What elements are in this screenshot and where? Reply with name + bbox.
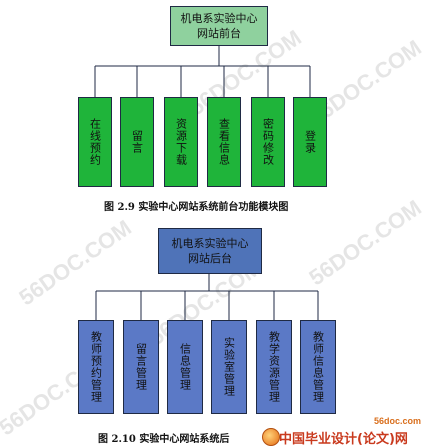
frontend-root-line1: 机电系实验中心 [180, 12, 258, 25]
backend-leaf-message-mgmt: 留言管理 [123, 320, 159, 414]
footer-logo-text[interactable]: 中国毕业设计(论文)网 [279, 432, 408, 447]
site-url[interactable]: 56doc.com [374, 416, 422, 426]
frontend-leaf-message: 留言 [120, 97, 154, 187]
frontend-leaf-login: 登录 [293, 97, 327, 187]
frontend-leaf-online-booking: 在线预约 [78, 97, 112, 187]
frontend-leaf-change-password: 密码修改 [251, 97, 285, 187]
backend-root-line1: 机电系实验中心 [171, 237, 249, 250]
backend-root-node: 机电系实验中心 网站后台 [158, 228, 262, 274]
frontend-root-line2: 网站前台 [197, 27, 241, 40]
backend-leaf-teacher-booking-mgmt: 教师预约管理 [78, 320, 114, 414]
backend-leaf-teacher-info-mgmt: 教师信息管理 [300, 320, 336, 414]
backend-leaf-teaching-resource-mgmt: 教学资源管理 [256, 320, 292, 414]
frontend-leaf-view-info: 查看信息 [207, 97, 241, 187]
figure-caption-2-10: 图 2.10 实验中心网站系统后 [98, 434, 230, 445]
backend-leaf-lab-mgmt: 实验室管理 [211, 320, 247, 414]
frontend-root-node: 机电系实验中心 网站前台 [170, 6, 268, 46]
backend-root-line2: 网站后台 [188, 252, 232, 265]
backend-leaf-info-mgmt: 信息管理 [167, 320, 203, 414]
site-logo-icon [262, 428, 280, 446]
frontend-leaf-resource-download: 资源下载 [164, 97, 198, 187]
figure-caption-2-9: 图 2.9 实验中心网站系统前台功能模块图 [104, 202, 289, 213]
